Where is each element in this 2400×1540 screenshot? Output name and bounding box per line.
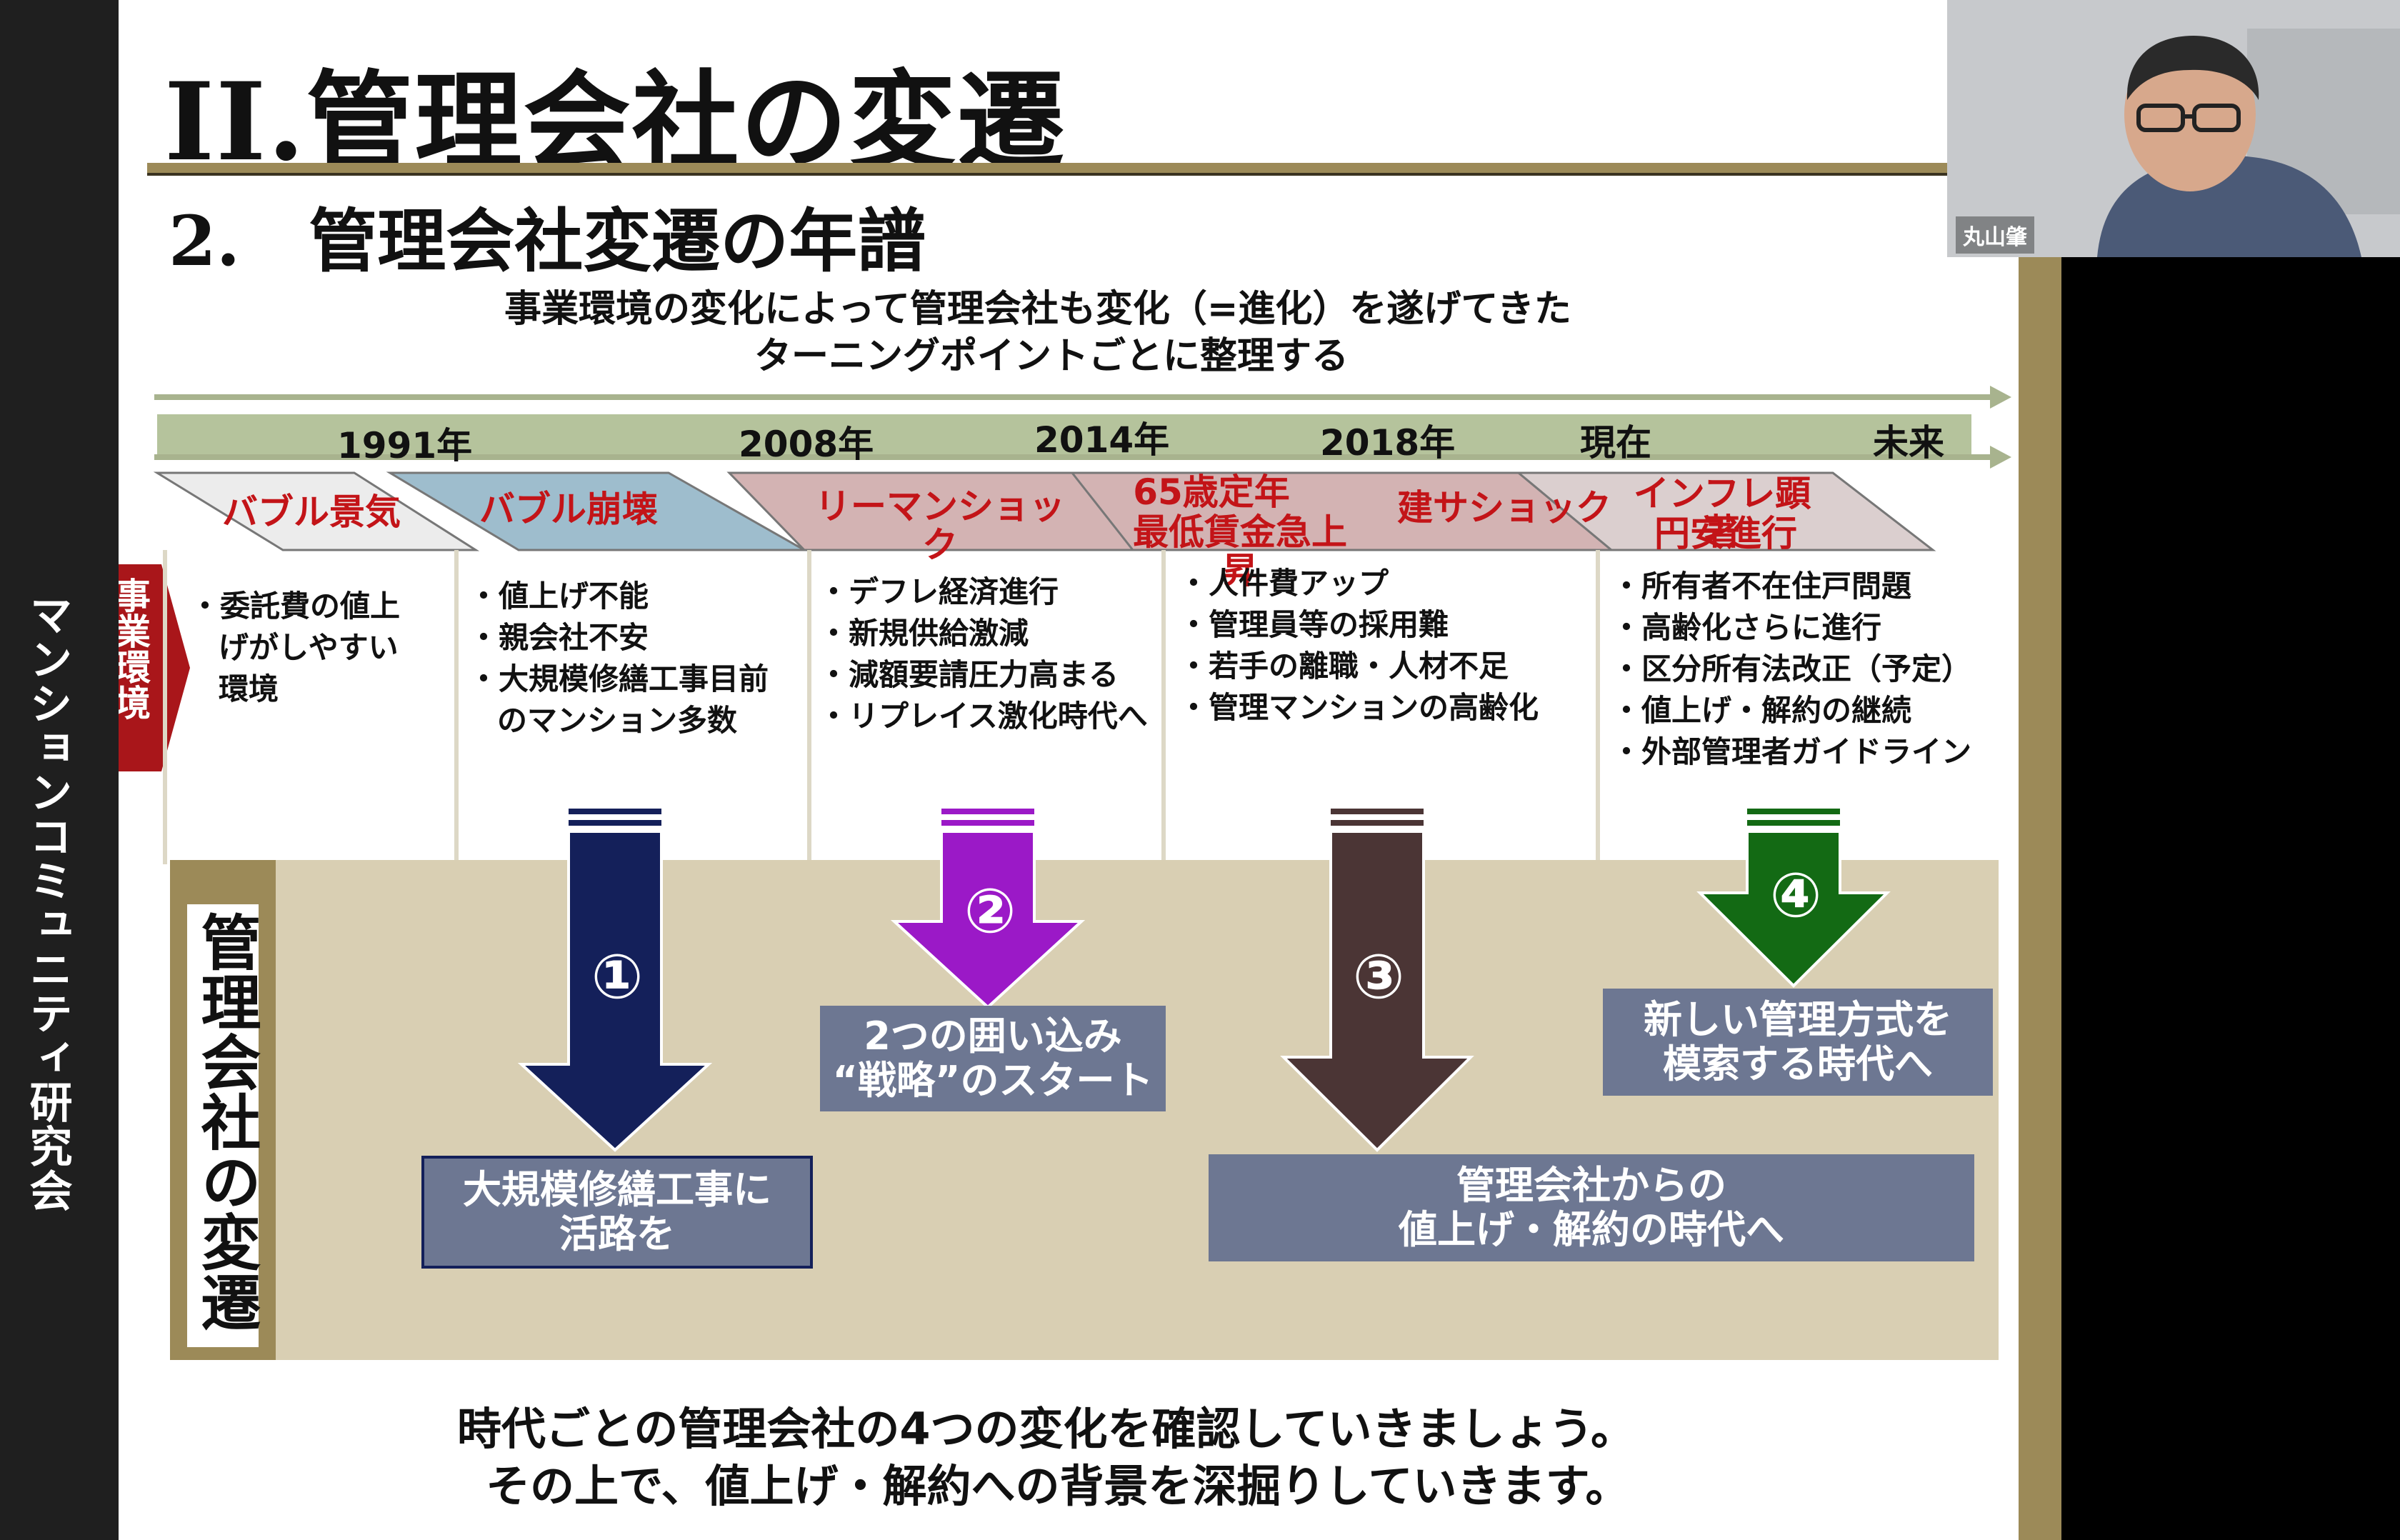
change-box-4: 新しい管理方式を 模索する時代へ bbox=[1603, 989, 1993, 1096]
phase-label-lehman: リーマンショック bbox=[815, 486, 1065, 566]
change-text: 模索する時代へ bbox=[1663, 1041, 1933, 1086]
change-text: 値上げ・解約の時代へ bbox=[1399, 1207, 1784, 1252]
phase-label-inflation: インフレ顕著 bbox=[1633, 473, 1811, 553]
slide-right-border bbox=[2019, 257, 2061, 1540]
column-divider bbox=[807, 550, 811, 864]
list-item: ・人件費アップ bbox=[1179, 566, 1389, 601]
list-item: ・区分所有法改正（予定） bbox=[1611, 651, 1972, 686]
change-box-1: 大規模修繕工事に 活路を bbox=[421, 1156, 813, 1269]
env-column-1: ・委託費の値上 げがしやすい 環境 bbox=[190, 586, 400, 710]
change-arrows bbox=[517, 809, 1891, 1152]
list-item: ・外部管理者ガイドライン bbox=[1611, 734, 1972, 769]
empty-area bbox=[2061, 257, 2400, 1540]
phase-label-age65: 65歳定年 bbox=[1133, 471, 1290, 513]
env-column-2: ・値上げ不能 ・親会社不安 ・大規模修繕工事目前 のマンション多数 bbox=[469, 576, 769, 741]
closing-line-1: 時代ごとの管理会社の4つの変化を確認していきましょう。 bbox=[457, 1403, 1635, 1455]
list-item: ・大規模修繕工事目前 bbox=[469, 661, 769, 696]
mgmt-label-box: 管理会社の変遷 bbox=[187, 904, 261, 1347]
list-item: ・高齢化さらに進行 bbox=[1611, 610, 1882, 645]
list-item: ・親会社不安 bbox=[469, 620, 649, 655]
phase-label-min-wage: 最低賃金急上昇 bbox=[1133, 511, 1347, 591]
list-item: ・値上げ・解約の継続 bbox=[1611, 693, 1912, 728]
env-column-4: ・人件費アップ ・管理員等の採用難 ・若手の離職・人材不足 ・管理マンションの高… bbox=[1179, 563, 1539, 729]
title-divider bbox=[147, 163, 1976, 176]
intro-line-1: 事業環境の変化によって管理会社も変化（=進化）を遂げてきた bbox=[504, 288, 1571, 331]
closing-line-2: その上で、値上げ・解約への背景を深掘りしていきます。 bbox=[486, 1460, 1630, 1512]
intro-line-2: ターニングポイントごとに整理する bbox=[754, 335, 1349, 378]
timeline-arrow-top bbox=[154, 394, 1997, 400]
list-item: ・管理員等の採用難 bbox=[1179, 607, 1449, 642]
change-text: “戦略”のスタート bbox=[832, 1058, 1154, 1103]
change-number-4: ④ bbox=[1769, 860, 1822, 931]
list-item: ・減額要請圧力高まる bbox=[819, 657, 1119, 692]
arrow-4 bbox=[1696, 809, 1891, 988]
change-box-2: 2つの囲い込み “戦略”のスタート bbox=[820, 1006, 1166, 1111]
column-divider bbox=[1596, 550, 1600, 864]
phase-label-bubble-boom: バブル景気 bbox=[222, 491, 401, 533]
mgmt-label-bar: 管理会社の変遷 bbox=[170, 860, 276, 1360]
list-item: ・値上げ不能 bbox=[469, 579, 649, 614]
list-item: げがしやすい bbox=[219, 630, 399, 665]
change-text: 活路を bbox=[559, 1211, 675, 1256]
column-divider bbox=[1161, 550, 1166, 864]
arrowhead-icon bbox=[1990, 446, 2011, 469]
change-text: 大規模修繕工事に bbox=[463, 1167, 771, 1212]
change-number-3: ③ bbox=[1352, 941, 1405, 1013]
wavy-edge bbox=[0, 0, 149, 1540]
list-item: 環境 bbox=[219, 671, 279, 706]
list-item: ・管理マンションの高齢化 bbox=[1179, 690, 1539, 725]
year-label: 2018年 bbox=[1320, 422, 1456, 464]
sidebar-org-label: マンションコミュニティ研究会 bbox=[22, 593, 72, 1213]
slide-subtitle: 2. 管理会社変遷の年譜 bbox=[169, 201, 926, 281]
participant-video-tile[interactable]: 丸山肇 bbox=[1947, 0, 2400, 257]
env-column-3: ・デフレ経済進行 ・新規供給激減 ・減額要請圧力高まる ・リプレイス激化時代へ bbox=[819, 571, 1148, 737]
change-text: 2つの囲い込み bbox=[864, 1014, 1122, 1059]
env-label-arrow bbox=[119, 564, 190, 771]
change-text: 新しい管理方式を bbox=[1644, 997, 1952, 1042]
list-item: ・所有者不在住戸問題 bbox=[1611, 569, 1912, 604]
year-label: 未来 bbox=[1873, 422, 1944, 464]
arrow-1 bbox=[517, 809, 713, 1152]
list-item: ・デフレ経済進行 bbox=[819, 574, 1059, 609]
year-label: 1991年 bbox=[337, 425, 473, 466]
phase-label-bubble-collapse: バブル崩壊 bbox=[479, 489, 658, 530]
phase-label-construction-shock: 建サショック bbox=[1397, 487, 1611, 529]
arrowhead-icon bbox=[1990, 386, 2011, 409]
arrow-2 bbox=[890, 809, 1086, 1009]
year-label: 現在 bbox=[1580, 422, 1651, 464]
change-text: 管理会社からの bbox=[1456, 1163, 1726, 1208]
list-item: ・リプレイス激化時代へ bbox=[819, 699, 1148, 734]
env-column-5: ・所有者不在住戸問題 ・高齢化さらに進行 ・区分所有法改正（予定） ・値上げ・解… bbox=[1611, 566, 1971, 773]
phase-shape-inflation bbox=[1515, 471, 1936, 551]
change-box-3: 管理会社からの 値上げ・解約の時代へ bbox=[1209, 1154, 1974, 1261]
year-band bbox=[157, 414, 1971, 454]
participant-name-label: 丸山肇 bbox=[1956, 216, 2034, 254]
participant-avatar bbox=[1947, 0, 2400, 257]
phase-label-yen: 円安進行 bbox=[1654, 513, 1797, 554]
phase-shape-bubble-boom bbox=[153, 471, 480, 551]
list-item: ・新規供給激減 bbox=[819, 616, 1029, 651]
column-divider bbox=[454, 550, 459, 864]
list-item: ・委託費の値上 bbox=[190, 589, 401, 624]
presentation-slide: II.管理会社の変遷 2. 管理会社変遷の年譜 事業環境の変化によって管理会社も… bbox=[119, 0, 2019, 1540]
phase-band bbox=[153, 471, 1936, 551]
arrow-3 bbox=[1280, 809, 1474, 1152]
mgmt-label: 管理会社の変遷 bbox=[191, 911, 261, 1331]
column-divider bbox=[163, 550, 167, 864]
list-item: ・若手の離職・人材不足 bbox=[1179, 649, 1509, 684]
change-number-1: ① bbox=[591, 941, 644, 1013]
env-label: 事業環境 bbox=[119, 577, 151, 720]
year-label: 2008年 bbox=[739, 424, 874, 465]
timeline-arrow-bottom bbox=[154, 454, 1997, 460]
list-item: のマンション多数 bbox=[497, 703, 738, 738]
change-number-2: ② bbox=[964, 876, 1016, 947]
year-label: 2014年 bbox=[1034, 419, 1170, 461]
